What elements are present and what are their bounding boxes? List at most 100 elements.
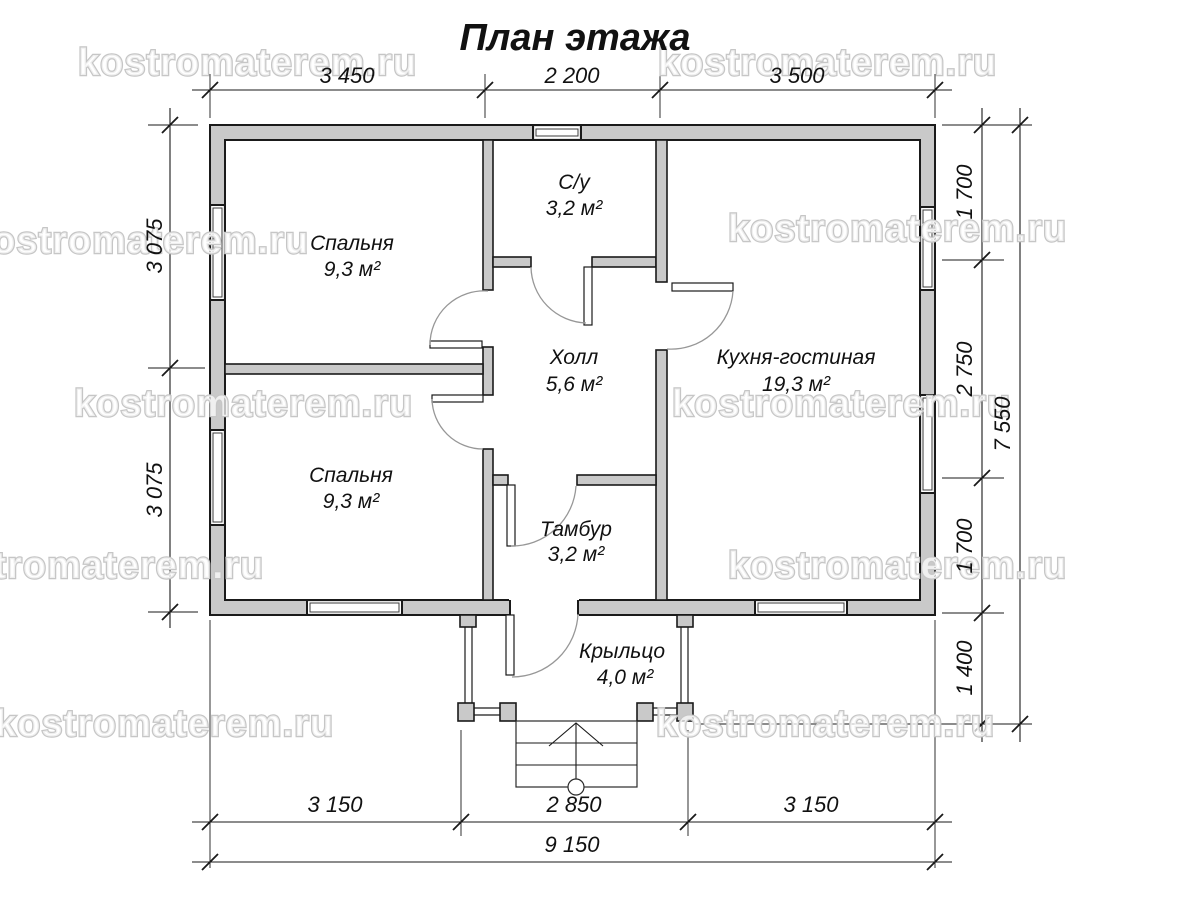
porch-door-leaf [505,614,515,676]
entrance-steps [515,720,638,796]
dim-label-left-2: 3 075 [142,462,167,518]
window-top-frame [535,128,579,137]
tambour-door-leaf [506,484,516,547]
windows [210,125,935,618]
porch-bottom-right-railing [651,707,679,716]
window-left2-caps [210,429,225,526]
dim-tick [201,81,944,99]
room-label-bedroom1: Спальня 9,3 м² [310,232,394,281]
window-right1-gap [921,207,934,290]
watermark-text: kostromaterem.ru [74,383,413,425]
room-name: Холл [549,346,599,369]
wall-between-bedrooms [224,363,484,375]
porch-door-arc [511,613,579,678]
porch [457,614,694,722]
window-left1-gap [211,205,224,300]
porch-post-bottom-right-outer [676,702,694,722]
dim-label-bottom-3: 3 150 [783,792,839,817]
dim-label-right-1: 1 700 [952,164,977,220]
doors [429,266,734,678]
wall-kitchen-upper [655,139,668,283]
porch-post-top-right [676,614,694,628]
ext-line [209,620,936,868]
page-title: План этажа [459,17,690,59]
watermark-text: kostromaterem.ru [0,703,334,745]
watermark-text: kostromaterem.ru [672,383,1011,425]
dim-label-right-2: 2 750 [952,341,977,398]
window-bottom1-gap [307,601,402,614]
window-bottom2-caps [754,600,848,615]
dim-label-bottom-total: 9 150 [544,832,600,857]
porch-post-bottom-right-inner [636,702,654,722]
dim-label-top-1: 3 450 [319,63,375,88]
porch-right-railing [680,623,689,706]
window-bottom2-gap [755,601,847,614]
watermark-text: kostromaterem.ru [0,220,309,262]
room-name: С/у [558,171,591,194]
window-right2-gap [921,395,934,493]
watermark-text: kostromaterem.ru [658,42,997,84]
bathroom-door-arc [530,266,587,324]
room-label-porch: Крыльцо 4,0 м² [579,640,665,689]
labels: План этажа Спальня 9,3 м² С/у 3,2 м² Кух… [142,17,1015,857]
window-left1-frame [212,207,223,298]
window-top-caps [532,125,582,140]
kitchen-door-arc [666,290,734,350]
wall-bedroom2-hall [482,448,494,601]
watermarks: kostromaterem.ru kostromaterem.ru kostro… [0,41,1067,747]
watermark-text: kostromaterem.ru [0,545,264,587]
window-left2-gap [211,430,224,525]
window-bottom1-frame [309,602,400,613]
dim-tick [161,116,179,621]
room-name: Кухня-гостиная [717,346,876,369]
room-label-hall: Холл 5,6 м² [546,346,603,396]
porch-left-railing [464,623,473,706]
dim-label-top-2: 2 200 [543,63,600,88]
wall-hall-stub [482,346,494,396]
bedroom1-door-arc [429,290,489,346]
watermark-text: kostromaterem.ru [656,703,995,745]
ext-line [148,124,205,613]
tambour-door-arc [510,485,577,547]
window-left2-frame [212,432,223,523]
kitchen-door-leaf [671,282,734,292]
room-name: Тамбур [540,518,612,541]
dim-tick [201,813,944,831]
room-name: Спальня [309,464,393,487]
dim-label-right-total: 7 550 [990,396,1015,452]
wall-tambour-top-right [576,474,657,486]
wall-bathroom-bottom-right [591,256,657,268]
walls [209,124,936,616]
room-area: 3,2 м² [546,197,603,220]
watermark-text: kostromaterem.ru [728,545,1067,587]
room-label-tambour: Тамбур 3,2 м² [540,518,612,566]
dim-label-left-1: 3 075 [142,218,167,274]
room-area: 3,2 м² [548,543,605,566]
porch-bottom-left-railing [474,707,502,716]
room-name: Спальня [310,232,394,255]
room-label-bathroom: С/у 3,2 м² [546,171,603,220]
room-area: 4,0 м² [597,666,654,689]
wall-bedroom1-hall [482,139,494,291]
window-bottom1-caps [306,600,403,615]
wall-bathroom-bottom-left [492,256,532,268]
dim-label-right-3: 1 700 [952,518,977,574]
dim-label-right-4: 1 400 [952,640,977,696]
watermark-text: kostromaterem.ru [78,42,417,84]
dimension-lines [148,74,1032,871]
room-area: 9,3 м² [323,490,380,513]
ext-line [209,74,936,118]
porch-post-top-left [459,614,477,628]
bedroom2-door-leaf [431,394,484,403]
porch-doorway-gap [509,597,579,618]
window-bottom2-frame [757,602,845,613]
room-name: Крыльцо [579,640,665,663]
dim-tick [1011,116,1029,733]
window-left1-caps [210,204,225,301]
exterior-wall [209,124,936,616]
window-right1-frame [922,209,933,288]
dim-tick [201,853,944,871]
window-top-gap [534,126,580,139]
